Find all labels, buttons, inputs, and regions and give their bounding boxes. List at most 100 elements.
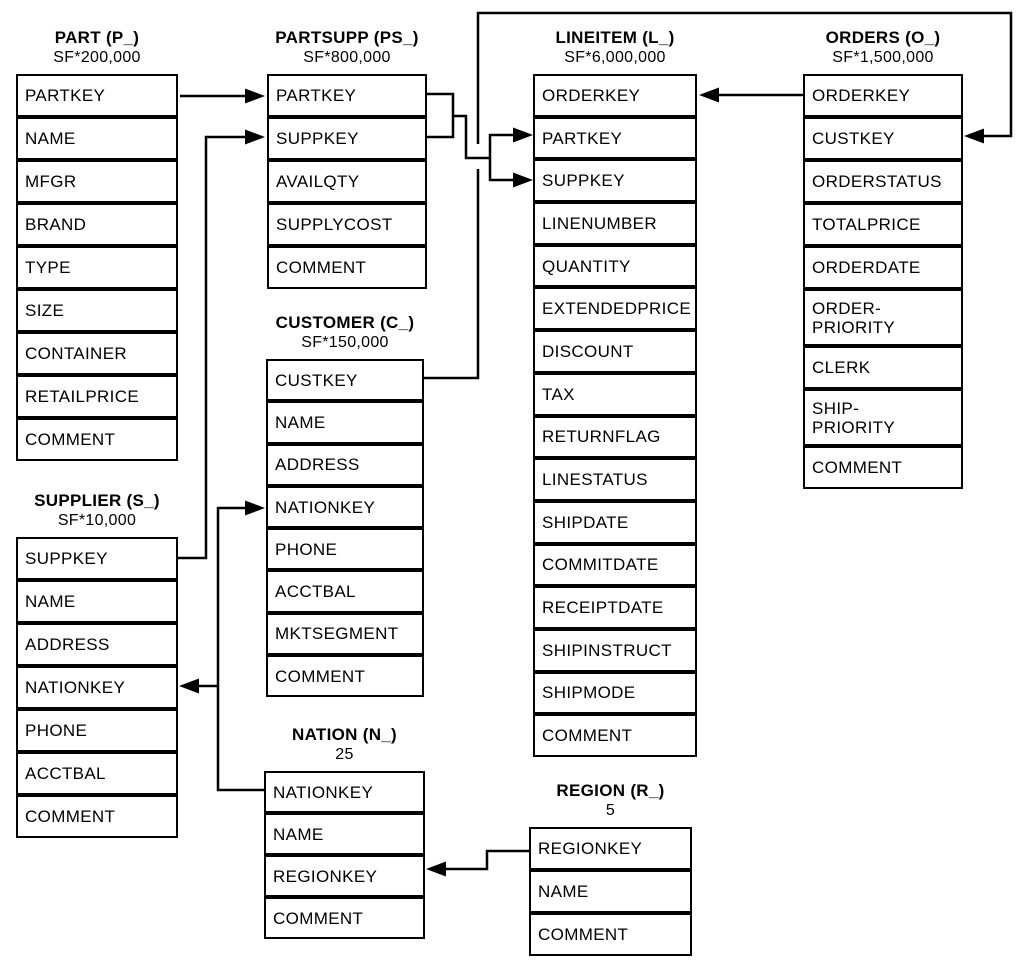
table-columns: PARTKEY SUPPKEY AVAILQTY SUPPLYCOST COMMENT [267, 74, 427, 289]
table-cardinality: SF*6,000,000 [564, 49, 666, 66]
table-cardinality: 25 [335, 746, 354, 763]
connector-nation-nationkey-to-customer [216, 500, 265, 792]
table-row-region-comment: COMMENT [529, 913, 692, 956]
table-title: ORDERS (O_) [825, 28, 941, 47]
table-row-lineitem-shipmode: SHIPMODE [533, 671, 697, 715]
table-row-part-retailprice: RETAILPRICE [16, 375, 178, 418]
table-row-orders-orderkey: ORDERKEY [803, 74, 963, 117]
table-row-part-mfgr: MFGR [16, 160, 178, 203]
column-label: SHIPDATE [542, 512, 629, 532]
table-row-partsupp-availqty: AVAILQTY [267, 160, 427, 203]
column-label: COMMENT [538, 925, 629, 944]
column-label: SUPPKEY [276, 129, 359, 148]
table-row-customer-acctbal: ACCTBAL [266, 570, 424, 613]
column-label: MFGR [25, 172, 77, 191]
table-row-supplier-suppkey: SUPPKEY [16, 537, 178, 580]
table-cardinality: SF*1,500,000 [832, 49, 934, 66]
table-partsupp-header: PARTSUPP (PS_) SF*800,000 [275, 27, 418, 74]
table-title: CUSTOMER (C_) [275, 313, 415, 332]
column-label: NAME [25, 129, 76, 148]
table-row-supplier-address: ADDRESS [16, 623, 178, 666]
connector-supplier-suppkey-to-partsupp [178, 129, 265, 560]
table-row-region-regionkey: REGIONKEY [529, 827, 692, 870]
column-label: EXTENDEDPRICE [542, 299, 692, 319]
connector-region-regionkey-to-nation [426, 849, 529, 877]
table-title: LINEITEM (L_) [555, 28, 675, 47]
column-label: NAME [273, 824, 324, 844]
table-title: REGION (R_) [556, 781, 665, 800]
column-label: PARTKEY [542, 128, 623, 148]
table-row-region-name: NAME [529, 870, 692, 913]
table-row-nation-regionkey: REGIONKEY [264, 855, 425, 897]
table-row-customer-phone: PHONE [266, 528, 424, 571]
table-part-header: PART (P_) SF*200,000 [53, 27, 141, 74]
column-label: MKTSEGMENT [275, 624, 399, 644]
table-row-orders-custkey: CUSTKEY [803, 117, 963, 160]
table-row-orders-shippriority: SHIP- PRIORITY [803, 389, 963, 446]
table-row-orders-orderstatus: ORDERSTATUS [803, 160, 963, 203]
table-row-part-partkey: PARTKEY [16, 74, 178, 117]
column-label: PHONE [275, 539, 338, 559]
table-row-lineitem-linenumber: LINENUMBER [533, 202, 697, 245]
table-row-supplier-name: NAME [16, 580, 178, 623]
column-label: COMMENT [25, 807, 116, 826]
table-title: PARTSUPP (PS_) [275, 28, 419, 47]
column-label: SHIPINSTRUCT [542, 640, 672, 660]
column-label: NATIONKEY [275, 497, 376, 517]
column-label: RECEIPTDATE [542, 598, 664, 618]
table-row-orders-totalprice: TOTALPRICE [803, 203, 963, 246]
table-row-customer-comment: COMMENT [266, 655, 424, 698]
column-label: TYPE [25, 258, 71, 277]
column-label: NAME [538, 882, 589, 901]
table-row-lineitem-shipinstruct: SHIPINSTRUCT [533, 628, 697, 672]
column-label: ORDER- PRIORITY [812, 298, 896, 337]
table-orders: ORDERS (O_) SF*1,500,000 ORDERKEY CUSTKEY… [803, 28, 963, 489]
column-label: SUPPKEY [25, 549, 108, 568]
column-label: RETAILPRICE [25, 387, 140, 406]
table-row-part-brand: BRAND [16, 203, 178, 246]
table-region-header: REGION (R_) 5 [556, 780, 664, 827]
column-label: REGIONKEY [273, 866, 378, 886]
table-nation-header: NATION (N_) 25 [292, 724, 397, 771]
table-row-supplier-phone: PHONE [16, 709, 178, 752]
column-label: LINESTATUS [542, 470, 648, 490]
column-label: BRAND [25, 215, 87, 234]
table-row-lineitem-tax: TAX [533, 372, 697, 416]
column-label: DISCOUNT [542, 341, 634, 361]
table-cardinality: SF*200,000 [53, 49, 141, 66]
column-label: PARTKEY [276, 86, 357, 105]
table-row-partsupp-supplycost: SUPPLYCOST [267, 203, 427, 246]
table-row-nation-comment: COMMENT [264, 897, 425, 939]
table-lineitem-header: LINEITEM (L_) SF*6,000,000 [555, 27, 674, 74]
column-label: COMMENT [276, 258, 367, 277]
table-row-customer-custkey: CUSTKEY [266, 359, 424, 402]
table-row-lineitem-suppkey: SUPPKEY [533, 159, 697, 203]
table-row-lineitem-orderkey: ORDERKEY [533, 74, 697, 117]
table-row-supplier-nationkey: NATIONKEY [16, 666, 178, 709]
table-row-lineitem-quantity: QUANTITY [533, 244, 697, 288]
table-row-lineitem-comment: COMMENT [533, 714, 697, 757]
column-label: TAX [542, 384, 575, 404]
column-label: SHIPMODE [542, 683, 636, 703]
table-row-lineitem-discount: DISCOUNT [533, 330, 697, 373]
column-label: TOTALPRICE [812, 215, 921, 234]
column-label: SIZE [25, 301, 65, 320]
table-row-part-name: NAME [16, 117, 178, 160]
table-row-lineitem-extendedprice: EXTENDEDPRICE [533, 287, 697, 331]
column-label: SUPPLYCOST [276, 215, 393, 234]
column-label: AVAILQTY [276, 172, 360, 191]
column-label: LINENUMBER [542, 213, 657, 233]
column-label: CUSTKEY [812, 129, 895, 148]
table-row-lineitem-receiptdate: RECEIPTDATE [533, 586, 697, 629]
column-label: COMMENT [812, 458, 903, 477]
table-title: PART (P_) [54, 28, 140, 47]
column-label: NATIONKEY [25, 678, 126, 697]
column-label: PARTKEY [25, 86, 106, 105]
table-row-customer-mktsegment: MKTSEGMENT [266, 612, 424, 656]
column-label: NATIONKEY [273, 782, 374, 802]
column-label: COMMENT [25, 430, 116, 449]
connector-orders-orderkey-to-lineitem [699, 87, 803, 103]
column-label: COMMENT [275, 666, 366, 686]
